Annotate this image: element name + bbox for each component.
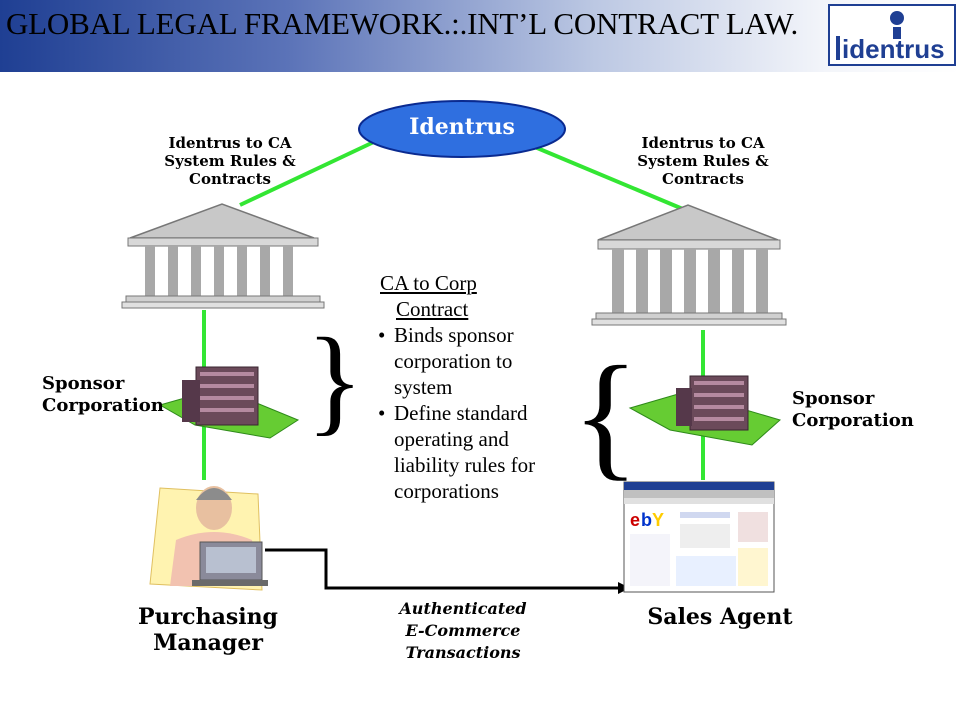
transaction-line: Transactions	[405, 643, 521, 662]
right-ca-rules-label: Identrus to CA System Rules & Contracts	[618, 134, 788, 188]
bullet-line: operating and	[394, 427, 509, 451]
bullet-icon: •	[378, 401, 386, 425]
left-ca-rules-line: Contracts	[189, 170, 271, 188]
transaction-line: E-Commerce	[405, 621, 521, 640]
bullet-line: Define standard	[394, 401, 528, 425]
bullet-line: liability rules for	[394, 453, 536, 477]
right-ca-rules-line: System Rules &	[637, 152, 769, 170]
identrus-logo-graphic: identrus	[836, 11, 945, 64]
right-ca-bank-icon	[591, 204, 787, 326]
purchasing-manager-icon	[149, 486, 268, 591]
contract-bullet: • Define standard operating and liabilit…	[378, 400, 578, 504]
contract-title-line2: Contract	[396, 297, 469, 321]
bullet-line: corporations	[394, 479, 499, 503]
link-hub-right-ca	[529, 143, 691, 214]
left-ca-rules-line: Identrus to CA	[168, 134, 292, 152]
transaction-label: Authenticated E-Commerce Transactions	[372, 598, 554, 664]
left-sponsor-line: Sponsor	[42, 373, 125, 394]
left-ca-rules-label: Identrus to CA System Rules & Contracts	[145, 134, 315, 188]
right-ca-rules-line: Contracts	[662, 170, 744, 188]
right-sponsor-label: Sponsor Corporation	[792, 388, 914, 431]
header-bar: GLOBAL LEGAL FRAMEWORK.:.INT’L CONTRACT …	[0, 0, 960, 72]
link-hub-left-ca	[239, 138, 379, 207]
right-sponsor-building-icon	[628, 375, 782, 446]
bullet-line: system	[394, 375, 453, 399]
svg-text:b: b	[641, 510, 652, 530]
purchasing-manager-line: Manager	[153, 630, 263, 657]
right-sponsor-line: Sponsor	[792, 388, 875, 409]
left-sponsor-label: Sponsor Corporation	[42, 373, 164, 416]
contract-title-line1: CA to Corp	[380, 271, 477, 295]
bullet-line: corporation to	[394, 349, 513, 373]
slide-title: GLOBAL LEGAL FRAMEWORK.:.INT’L CONTRACT …	[6, 6, 799, 41]
identrus-hub-ellipse	[358, 100, 566, 158]
left-brace-icon: }	[306, 313, 364, 446]
sales-agent-webpage-icon: e b Y	[623, 481, 775, 593]
identrus-hub-label: Identrus	[409, 114, 515, 140]
right-sponsor-line: Corporation	[792, 409, 914, 431]
contract-box: CA to Corp Contract • Binds sponsor corp…	[378, 270, 578, 504]
purchasing-manager-line: Purchasing	[138, 604, 278, 630]
right-ca-rules-line: Identrus to CA	[641, 134, 765, 152]
sales-agent-label: Sales Agent	[647, 604, 793, 630]
svg-text:Y: Y	[652, 510, 664, 530]
transaction-path	[265, 548, 618, 590]
transaction-line: Authenticated	[399, 599, 527, 618]
left-sponsor-building-icon	[158, 366, 300, 439]
contract-bullet: • Binds sponsor corporation to system	[378, 322, 578, 400]
identrus-logo: identrus	[828, 4, 956, 66]
logo-wordmark: identrus	[842, 34, 945, 64]
left-ca-bank-icon	[121, 203, 325, 309]
right-brace-icon: {	[572, 338, 639, 493]
bullet-line: Binds sponsor	[394, 323, 514, 347]
purchasing-manager-label: Purchasing Manager	[128, 604, 288, 657]
svg-text:e: e	[630, 510, 640, 530]
bullet-icon: •	[378, 323, 386, 347]
left-sponsor-line: Corporation	[42, 394, 164, 416]
left-ca-rules-line: System Rules &	[164, 152, 296, 170]
